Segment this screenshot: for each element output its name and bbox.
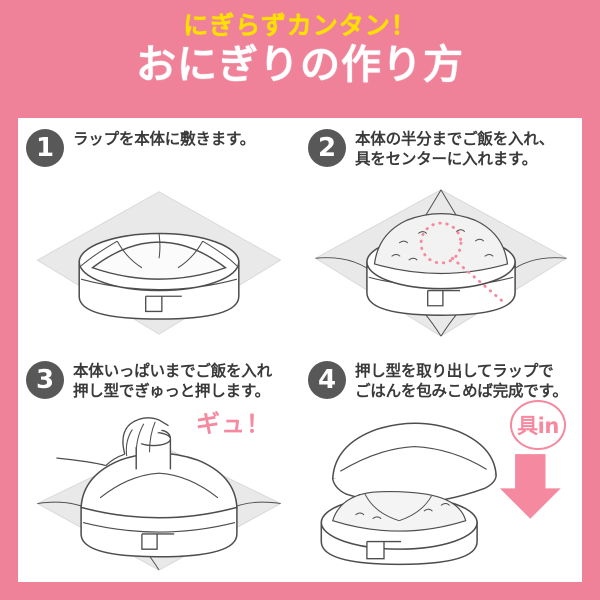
step-2-number-badge: 2 <box>308 129 346 167</box>
poster-header: にぎらずカンタン！ おにぎりの作り方 <box>18 0 582 118</box>
step-3-line-2: 押し型でぎゅっと押します。 <box>73 382 270 401</box>
step-3: 3 本体いっぱいまでご飯を入れ 押し型でぎゅっと押します。 <box>18 350 300 582</box>
hand-pressing-mold-icon <box>36 417 282 571</box>
step-2-text: 本体の半分までご飯を入れ、 具をセンターに入れます。 <box>355 128 554 170</box>
step-4-illustration <box>308 412 574 578</box>
poster-title: おにぎりの作り方 <box>136 41 464 88</box>
mold-with-plastic-wrap-icon <box>36 191 282 335</box>
step-1: 1 ラップを本体に敷きます。 <box>18 118 300 350</box>
squeeze-sound-effect: ギュ！ <box>196 410 271 438</box>
step-4-number-badge: 4 <box>308 361 346 399</box>
steps-panel: 1 ラップを本体に敷きます。 <box>18 118 582 582</box>
step-3-number-badge: 3 <box>26 361 64 399</box>
step-3-line-1: 本体いっぱいまでご飯を入れ <box>73 362 272 380</box>
step-2-line-1: 本体の半分までご飯を入れ、 <box>355 130 555 148</box>
lid-lifted-finished-onigiri-icon <box>320 422 561 566</box>
step-2-header: 2 本体の半分までご飯を入れ、 具をセンターに入れます。 <box>308 128 574 180</box>
step-2-illustration <box>308 180 574 346</box>
step-1-header: 1 ラップを本体に敷きます。 <box>26 128 292 180</box>
step-3-header: 3 本体いっぱいまでご飯を入れ 押し型でぎゅっと押します。 <box>26 360 292 412</box>
step-1-text: ラップを本体に敷きます。 <box>73 128 255 149</box>
down-arrow-icon <box>499 454 561 519</box>
step-1-illustration <box>26 180 292 346</box>
step-4-header: 4 押し型を取り出してラップで ごはんを包みこめば完成です。 <box>308 360 574 412</box>
poster-subtitle: にぎらずカンタン！ <box>183 11 417 40</box>
step-4: 4 押し型を取り出してラップで ごはんを包みこめば完成です。 <box>300 350 582 582</box>
step-1-line-1: ラップを本体に敷きます。 <box>73 130 256 148</box>
filling-callout-badge: 具in <box>510 400 566 450</box>
step-2-line-2: 具をセンターに入れます。 <box>355 150 538 169</box>
step-4-line-2: ごはんを包みこめば完成です。 <box>355 382 568 401</box>
step-4-line-1: 押し型を取り出してラップで <box>355 362 554 380</box>
step-1-number-badge: 1 <box>26 129 64 167</box>
step-3-illustration <box>26 412 292 578</box>
step-2: 2 本体の半分までご飯を入れ、 具をセンターに入れます。 <box>300 118 582 350</box>
step-3-text: 本体いっぱいまでご飯を入れ 押し型でぎゅっと押します。 <box>73 360 272 402</box>
step-4-text: 押し型を取り出してラップで ごはんを包みこめば完成です。 <box>355 360 568 402</box>
mold-half-filled-with-rice-icon <box>314 189 568 337</box>
